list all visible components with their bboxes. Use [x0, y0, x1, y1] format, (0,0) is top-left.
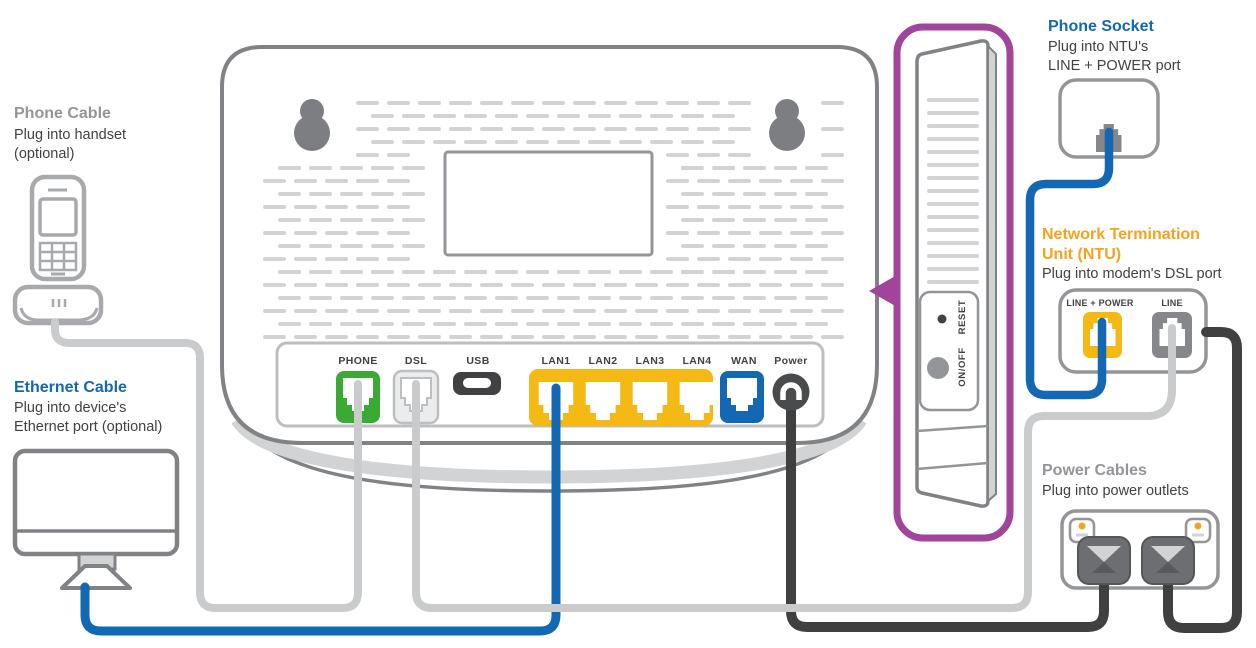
wan-port [720, 371, 764, 423]
on-off-label: ON/OFF [957, 347, 968, 387]
ntu-line-label: LINE [1161, 298, 1182, 308]
lan4-port-label: LAN4 [682, 355, 711, 367]
dsl-port-label: DSL [405, 355, 427, 367]
power-switch-right-icon [1184, 517, 1212, 544]
lan1-port-label: LAN1 [541, 355, 570, 367]
ethernet-cable-line2: Ethernet port (optional) [14, 419, 162, 435]
on-off-button [927, 357, 949, 379]
power-plug-left-icon [1077, 536, 1131, 585]
side-divider-2 [916, 461, 989, 471]
ethernet-cable-line1: Plug into device's [14, 400, 126, 416]
phone-socket-line2: LINE + POWER port [1048, 58, 1181, 74]
ntu-line1: Plug into modem's DSL port [1042, 266, 1222, 282]
keyhole-mount-left-icon [294, 99, 330, 151]
callout-arrow-icon [869, 275, 897, 307]
phone-cable-callout: Phone Cable Plug into handset (optional) [12, 105, 126, 326]
ethernet-cable-callout: Ethernet Cable Plug into device's Ethern… [12, 379, 180, 590]
ntu-title-line2: Unit (NTU) [1042, 246, 1121, 263]
phone-socket-title: Phone Socket [1048, 18, 1154, 35]
phone-handset-icon [29, 174, 87, 282]
phone-socket-line1: Plug into NTU's [1048, 39, 1148, 55]
phone-cable-line1: Plug into handset [14, 127, 126, 143]
ntu-title-line1: Network Termination [1042, 226, 1200, 243]
phone-cable [51, 318, 362, 612]
modem-back-view: PHONE DSL USB LAN1 LAN2 LAN3 LAN4 WAN Po… [220, 45, 879, 493]
power-cable-modem [786, 395, 1109, 632]
lan-port-block [529, 369, 715, 426]
power-plug-right-icon [1141, 536, 1195, 585]
power-cable-ntu [1163, 327, 1242, 633]
modem-base-band [231, 416, 867, 484]
power-port-label: Power [774, 355, 808, 367]
reset-label: RESET [957, 300, 968, 335]
power-cables-title: Power Cables [1042, 462, 1147, 479]
phone-port-label: PHONE [338, 355, 377, 367]
modem-label-plate [443, 150, 654, 257]
lan3-port-label: LAN3 [635, 355, 664, 367]
wan-port-label: WAN [731, 355, 757, 367]
side-control-inset [918, 290, 980, 412]
side-panel-callout: RESET ON/OFF [869, 23, 1014, 542]
power-port [772, 373, 810, 411]
lan2-port-label: LAN2 [588, 355, 617, 367]
ntu-box: LINE + POWER LINE [1058, 288, 1208, 374]
modem-side-edge [987, 43, 997, 504]
ethernet-cable-title: Ethernet Cable [14, 379, 127, 396]
phone-cable-title: Phone Cable [14, 105, 111, 122]
usb-port-label: USB [466, 355, 489, 367]
modem-side-face [915, 39, 990, 508]
usb-port [453, 372, 501, 395]
keyhole-mount-right-icon [769, 99, 805, 151]
side-vent-pattern [927, 98, 979, 284]
vent-pattern [263, 101, 844, 339]
phone-dock-icon [12, 284, 104, 326]
ntu-line-power-label: LINE + POWER [1066, 298, 1133, 308]
ntu-callout: Network Termination Unit (NTU) Plug into… [1042, 226, 1222, 374]
monitor-icon [12, 448, 180, 590]
phone-cable-line2: (optional) [14, 146, 74, 162]
power-cables-line1: Plug into power outlets [1042, 483, 1189, 499]
ethernet-cable [80, 383, 561, 636]
dsl-line-cable [412, 324, 1176, 612]
phone-socket-callout: Phone Socket Plug into NTU's LINE + POWE… [1048, 18, 1181, 159]
side-divider-1 [916, 424, 989, 433]
phone-socket-cable [1025, 127, 1114, 400]
reset-button [937, 314, 947, 324]
